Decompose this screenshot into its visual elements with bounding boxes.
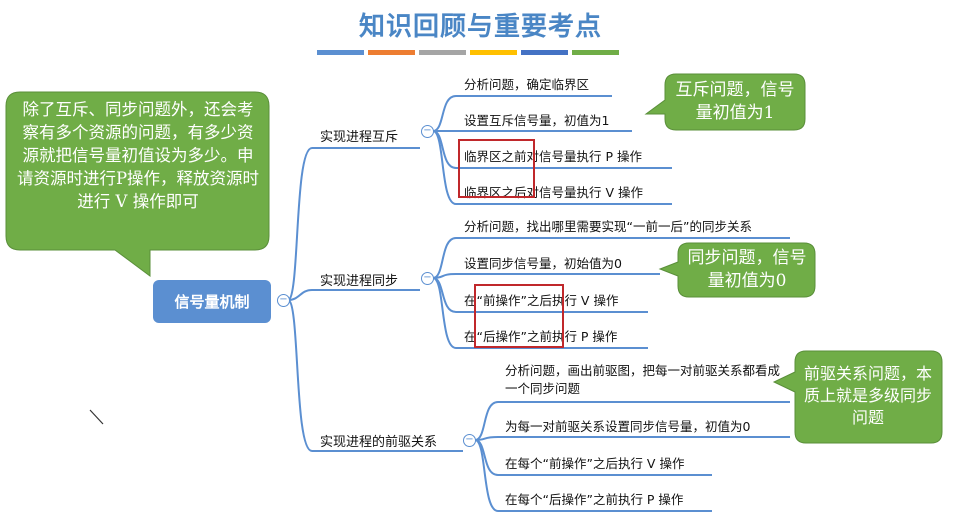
branch-sync: 实现进程同步 (320, 274, 399, 289)
branch-sync-collapse-toggle[interactable]: − (421, 272, 434, 285)
leaf-mutex-3: 临界区之前对信号量执行 P 操作 (464, 149, 642, 164)
highlight-mutex (458, 139, 535, 198)
callout-mutex-text: 互斥问题，信号量初值为1 (675, 80, 795, 123)
color-bar-1 (317, 50, 364, 55)
callout-sync-text: 同步问题，信号量初值为0 (687, 248, 807, 291)
branch-mutex-collapse-toggle[interactable]: − (421, 125, 434, 138)
callout-left-shape (5, 91, 270, 277)
color-bar-6 (572, 50, 619, 55)
color-bar-3 (419, 50, 466, 55)
leaf-sync-1: 分析问题，找出哪里需要实现“一前一后”的同步关系 (464, 219, 752, 234)
callout-precedence-shape (772, 350, 943, 444)
branch-precedence: 实现进程的前驱关系 (320, 435, 438, 450)
root-collapse-toggle[interactable]: − (277, 294, 290, 307)
branch-mutex: 实现进程互斥 (320, 130, 399, 145)
color-bar-4 (470, 50, 517, 55)
callout-sync-shape (658, 242, 816, 298)
leaf-precedence-4: 在每个“后操作”之前执行 P 操作 (505, 492, 684, 507)
color-bar-2 (368, 50, 415, 55)
callout-left-text: 除了互斥、同步问题外，还会考察有多个资源的问题，有多少资源就把信号量初值设为多少… (16, 100, 260, 211)
leaf-precedence-3: 在每个“前操作”之后执行 V 操作 (505, 456, 685, 471)
callout-mutex-shape (644, 73, 806, 131)
leaf-sync-3: 在“前操作”之后执行 V 操作 (464, 293, 619, 308)
page-title: 知识回顾与重要考点 (358, 12, 602, 42)
highlight-sync (474, 284, 564, 348)
color-bar-5 (521, 50, 568, 55)
leaf-sync-2: 设置同步信号量，初始值为0 (464, 256, 622, 271)
callout-precedence-text: 前驱关系问题，本质上就是多级同步问题 (803, 364, 932, 427)
leaf-precedence-1: 分析问题，画出前驱图，把每一对前驱关系都看成一个同步问题 (505, 363, 781, 396)
leaf-mutex-1: 分析问题，确定临界区 (464, 77, 590, 92)
root-node: 信号量机制 (153, 280, 271, 323)
leaf-sync-4: 在“后操作”之前执行 P 操作 (464, 329, 618, 344)
leaf-precedence-2: 为每一对前驱关系设置同步信号量，初值为0 (505, 419, 751, 434)
stray-mark (89, 409, 104, 425)
branch-precedence-collapse-toggle[interactable]: − (463, 434, 476, 447)
leaf-mutex-2: 设置互斥信号量，初值为1 (464, 113, 610, 128)
